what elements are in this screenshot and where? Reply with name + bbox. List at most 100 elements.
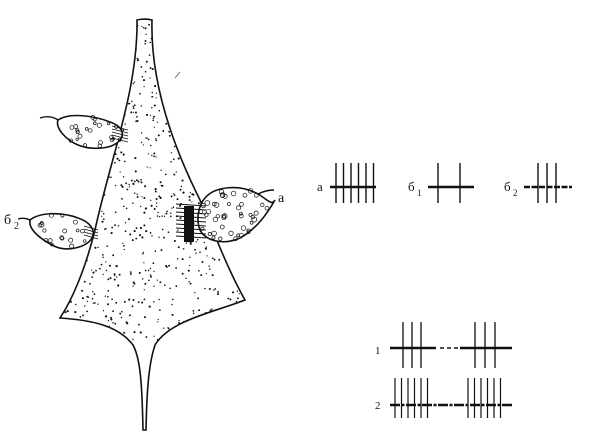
- stipple-dot: [197, 297, 200, 300]
- stipple-dot: [114, 322, 117, 325]
- stipple-dot: [128, 102, 131, 105]
- stipple-dot: [251, 216, 258, 223]
- stipple-dot: [97, 303, 99, 305]
- stipple-dot: [125, 321, 128, 324]
- stipple-dot: [86, 310, 88, 313]
- terminal-upper-left-vesicles: [68, 115, 122, 148]
- stipple-dot: [217, 290, 220, 293]
- stipple-dot: [48, 212, 54, 218]
- stipple-dot: [169, 215, 172, 218]
- terminal-b2-label: б: [4, 213, 11, 228]
- stipple-dot: [97, 246, 99, 249]
- stipple-dot: [214, 288, 217, 290]
- stipple-dot: [144, 70, 147, 73]
- stipple-dot: [213, 258, 216, 261]
- stipple-dot: [80, 228, 85, 234]
- stipple-dot: [238, 211, 243, 216]
- stipple-dot: [120, 316, 123, 319]
- stipple-dot: [155, 202, 158, 204]
- terminal-right-axon: [257, 189, 275, 195]
- stipple-dot: [145, 33, 147, 36]
- stipple-dot: [50, 242, 54, 247]
- stipple-dot: [149, 167, 151, 169]
- stipple-dot: [168, 134, 171, 137]
- stipple-dot: [155, 198, 158, 200]
- stipple-dot: [142, 27, 145, 29]
- stipple-dot: [101, 220, 104, 223]
- stipple-dot: [149, 232, 152, 234]
- stipple-dot: [59, 235, 64, 240]
- stipple-dot: [198, 269, 200, 272]
- stipple-dot: [131, 239, 134, 242]
- stipple-dot: [238, 213, 244, 219]
- stipple-dot: [175, 285, 178, 288]
- stipple-dot: [203, 241, 205, 244]
- stipple-dot: [180, 185, 183, 188]
- stipple-dot: [124, 114, 126, 116]
- stipple-dot: [144, 207, 147, 210]
- stipple-dot: [139, 92, 141, 95]
- stipple-dot: [141, 196, 143, 198]
- stipple-dot: [179, 217, 182, 220]
- stipple-dot: [165, 212, 168, 215]
- stipple-dot: [226, 202, 231, 206]
- stipple-dot: [222, 193, 228, 199]
- stipple-dot: [248, 212, 253, 217]
- stipple-dot: [177, 258, 179, 260]
- stipple-dot: [221, 215, 227, 221]
- stipple-dot: [163, 327, 165, 329]
- stipple-dot: [111, 298, 113, 301]
- stipple-dot: [125, 207, 128, 210]
- stipple-dot: [93, 293, 96, 295]
- stipple-dot: [134, 157, 137, 160]
- stipple-dot: [139, 226, 142, 230]
- stipple-dot: [181, 179, 184, 182]
- terminal-lower-left-cleft: [83, 225, 99, 240]
- stipple-dot: [75, 303, 77, 306]
- stipple-dot: [122, 176, 125, 178]
- stipple-dot: [113, 274, 116, 277]
- stipple-dot: [139, 205, 142, 208]
- stipple-dot: [155, 97, 157, 99]
- stipple-dot: [167, 326, 169, 329]
- row2-label: 2: [375, 400, 381, 412]
- stipple-dot: [149, 41, 152, 44]
- stipple-dot: [249, 220, 254, 225]
- stipple-dot: [238, 293, 240, 295]
- stipple-dot: [122, 153, 125, 156]
- stipple-dot: [89, 282, 91, 285]
- stipple-dot: [192, 312, 195, 315]
- stipple-dot: [172, 206, 175, 208]
- stipple-dot: [218, 189, 225, 195]
- stipple-dot: [114, 224, 116, 227]
- stipple-dot: [119, 171, 121, 173]
- stipple-dot: [154, 190, 157, 193]
- stipple-dot: [141, 278, 144, 280]
- stipple-dot: [131, 305, 134, 308]
- stipple-dot: [162, 130, 165, 132]
- stipple-dot: [103, 193, 106, 196]
- stipple-dot: [173, 194, 176, 196]
- stipple-dot: [136, 119, 139, 122]
- stipple-dot: [164, 173, 167, 176]
- stipple-dot: [107, 320, 110, 322]
- stipple-dot: [108, 264, 112, 267]
- stipple-dot: [105, 261, 107, 263]
- stipple-dot: [84, 127, 89, 131]
- stipple-dot: [102, 273, 104, 276]
- stipple-dot: [247, 188, 254, 194]
- stipple-dot: [120, 184, 123, 187]
- stipple-dot: [142, 253, 144, 255]
- stipple-dot: [204, 212, 209, 217]
- stipple-dot: [100, 263, 103, 266]
- stipple-dot: [133, 331, 136, 334]
- stipple-dot: [114, 184, 117, 187]
- stipple-dot: [110, 176, 112, 179]
- stipple-dot: [158, 215, 161, 218]
- stipple-dot: [105, 227, 107, 230]
- stipple-dot: [140, 181, 143, 184]
- stipple-dot: [220, 192, 225, 198]
- stipple-dot: [132, 182, 135, 185]
- stipple-dot: [218, 258, 221, 261]
- stipple-dot: [143, 262, 145, 264]
